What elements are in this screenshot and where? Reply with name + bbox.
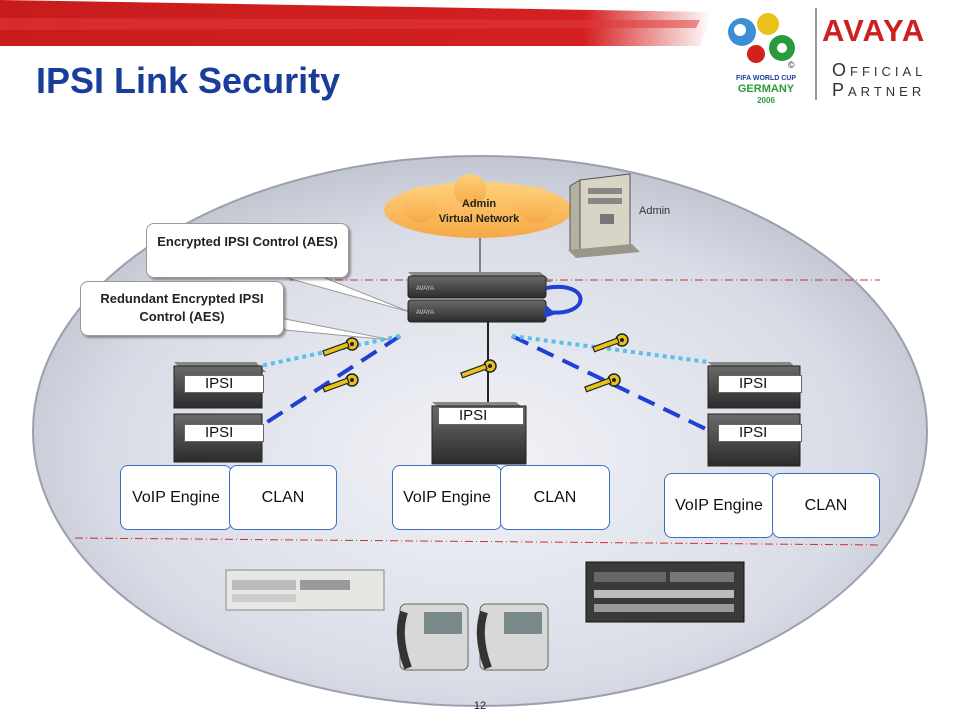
- voip-engine-box-center: VoIP Engine: [392, 465, 502, 530]
- ip-phone-icon-2: [476, 603, 549, 671]
- clan-box-right: CLAN: [772, 473, 880, 538]
- logo-divider: [815, 8, 817, 100]
- clan-box-center: CLAN: [500, 465, 610, 530]
- ipsi-label-center: IPSI: [438, 407, 524, 425]
- admin-cloud: [384, 174, 572, 238]
- encrypted-link-left: [256, 334, 402, 430]
- voip-engine-box-left: VoIP Engine: [120, 465, 232, 530]
- fifa-text-line2: GERMANY: [738, 83, 795, 95]
- redundant-link-right: [511, 334, 709, 364]
- svg-text:AVAYA: AVAYA: [416, 310, 434, 316]
- admin-server-icon: [568, 173, 640, 258]
- callout-redundant-encrypted-control: Redundant Encrypted IPSI Control (AES): [80, 281, 284, 336]
- g350-gateway-icon: [225, 569, 385, 611]
- fifa-text-line1: FIFA WORLD CUP: [736, 75, 796, 82]
- ipsi-label-right-top: IPSI: [718, 375, 802, 393]
- ipsi-label-left-top: IPSI: [184, 375, 264, 393]
- fifa-world-cup-logo: © FIFA WORLD CUP GERMANY 2006: [728, 13, 796, 105]
- encrypted-link-right: [511, 334, 709, 432]
- redundancy-loop-arrow: [545, 284, 583, 315]
- avaya-logo: AVAYA: [822, 13, 926, 48]
- ipsi-label-left-bottom: IPSI: [184, 424, 264, 442]
- fifa-text-line3: 2006: [757, 96, 775, 105]
- cloud-label-line1: Admin: [461, 198, 497, 210]
- header-bar: [0, 0, 712, 46]
- svg-text:AVAYA: AVAYA: [416, 286, 434, 292]
- svg-text:©: ©: [788, 60, 795, 70]
- ip-phone-icon-1: [396, 603, 469, 671]
- cloud-label-line2: Virtual Network: [438, 213, 520, 225]
- voip-engine-box-right: VoIP Engine: [664, 473, 774, 538]
- page-number: 12: [473, 700, 487, 712]
- g650-cabinet-icon: [585, 561, 745, 623]
- partner-line-2: Partner: [832, 80, 926, 100]
- media-server-icon: AVAYA AVAYA: [407, 272, 552, 323]
- ipsi-label-right-bottom: IPSI: [718, 424, 802, 442]
- partner-line-1: Official: [832, 60, 927, 80]
- slide-title: IPSI Link Security: [36, 60, 341, 101]
- clan-box-left: CLAN: [229, 465, 337, 530]
- admin-server-label: Admin: [639, 205, 671, 217]
- callout-encrypted-control: Encrypted IPSI Control (AES): [146, 223, 349, 278]
